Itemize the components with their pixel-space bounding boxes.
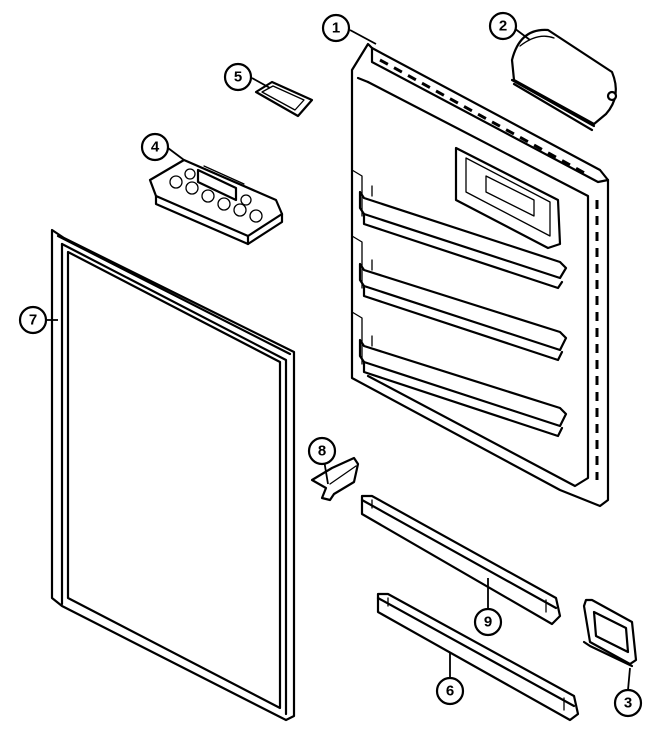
callout-5-label: 5 xyxy=(234,69,242,86)
callout-1: 1 xyxy=(321,13,351,43)
part-4-ice-tray xyxy=(148,158,284,246)
part-3-bracket xyxy=(582,598,638,668)
part-7-door-gasket xyxy=(50,228,296,722)
callout-9: 9 xyxy=(473,607,503,637)
part-1-door-liner xyxy=(350,42,610,508)
callout-7-label: 7 xyxy=(29,312,37,329)
callout-4-label: 4 xyxy=(151,139,160,156)
callout-8: 8 xyxy=(307,436,337,466)
leader-2 xyxy=(513,27,531,41)
callout-3-label: 3 xyxy=(624,695,632,712)
callout-1-label: 1 xyxy=(332,20,340,37)
part-9-trim-strip xyxy=(360,494,562,626)
leader-5 xyxy=(251,77,271,89)
leader-1 xyxy=(349,29,377,45)
callout-2-label: 2 xyxy=(499,18,507,35)
callout-7: 7 xyxy=(18,305,48,335)
callout-9-label: 9 xyxy=(484,614,492,631)
callout-6: 6 xyxy=(435,676,465,706)
leader-4 xyxy=(167,147,185,161)
callout-3: 3 xyxy=(613,688,643,718)
callout-6-label: 6 xyxy=(446,683,454,700)
part-2-dairy-cover xyxy=(510,28,618,132)
callout-8-label: 8 xyxy=(318,443,326,460)
part-5-tray xyxy=(254,80,314,118)
leader-3 xyxy=(627,667,631,691)
callout-4: 4 xyxy=(140,132,170,162)
callout-5: 5 xyxy=(223,62,253,92)
part-6-trim-strip xyxy=(376,592,580,722)
part-8-clip xyxy=(310,456,360,502)
callout-2: 2 xyxy=(488,11,518,41)
